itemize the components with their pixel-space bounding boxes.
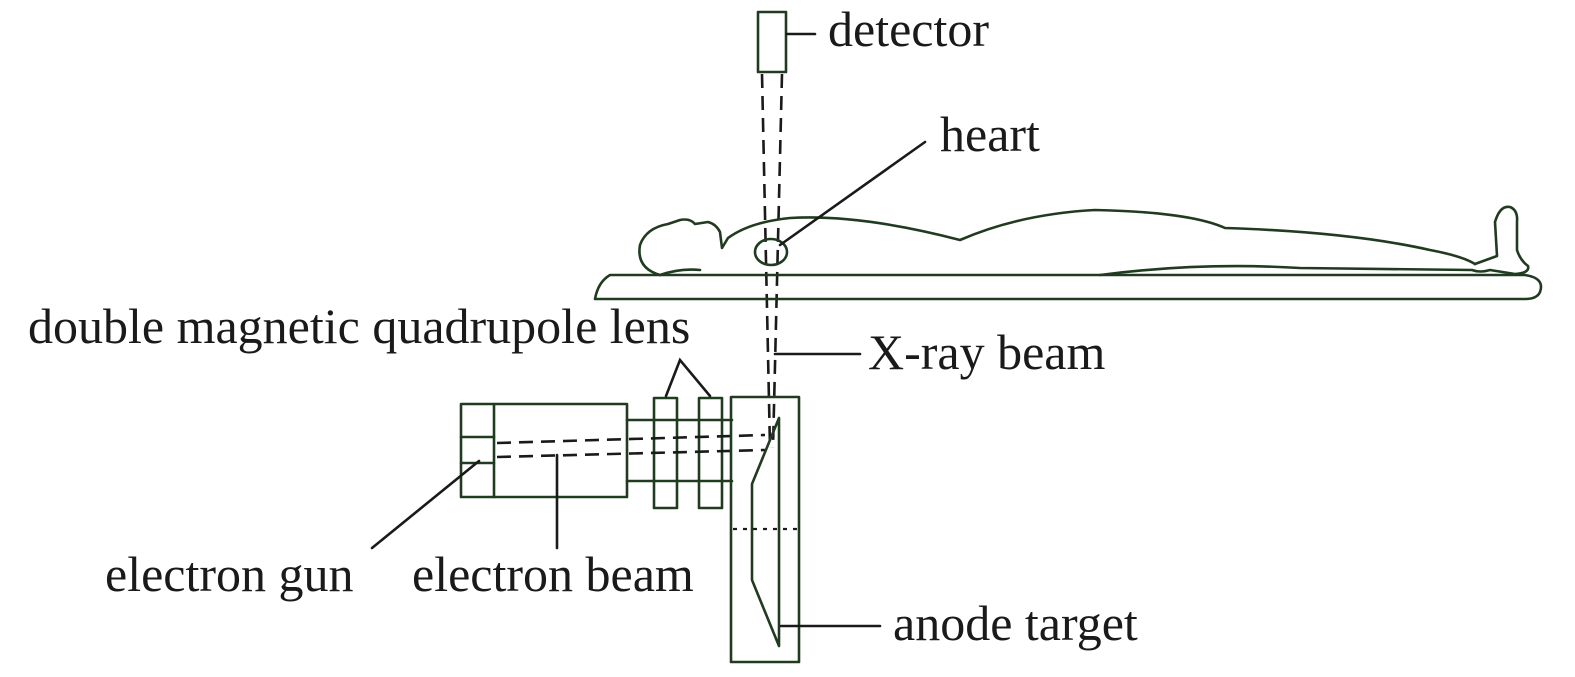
anode-target	[729, 395, 882, 664]
patient-table	[593, 273, 1543, 301]
label-quadrupole-lens: double magnetic quadrupole lens	[28, 298, 690, 354]
patient-feet	[1098, 205, 1530, 277]
electron-beam-lines	[496, 433, 766, 459]
gun-body	[459, 402, 629, 499]
xray-beam-left-dash	[760, 73, 772, 449]
electron-gun-leader	[370, 459, 481, 550]
electron-beam-bottom-dash	[496, 448, 766, 459]
electron-beam-top-dash	[496, 433, 766, 445]
label-xray-beam: X-ray beam	[868, 324, 1105, 380]
quadrupole-lenses	[652, 357, 724, 510]
detector-box	[756, 10, 788, 74]
heart-marker	[753, 237, 789, 267]
heart-leader	[778, 140, 927, 247]
electron-gun-housing	[459, 402, 629, 499]
beam-tube	[625, 418, 734, 483]
label-electron-gun: electron gun	[105, 546, 354, 602]
patient-neck	[658, 268, 702, 277]
label-detector: detector	[828, 1, 989, 57]
label-electron-beam: electron beam	[412, 546, 694, 602]
detector	[756, 10, 817, 74]
anode-housing	[729, 395, 801, 664]
xray-beam-lines	[760, 73, 784, 449]
quadrupole-lens-2	[697, 396, 724, 510]
patient-head	[638, 208, 1477, 277]
label-anode-target: anode target	[893, 595, 1138, 651]
patient-body	[638, 205, 1530, 277]
label-heart: heart	[940, 106, 1040, 162]
quadrupole-leader	[664, 357, 712, 398]
anode-target-plate	[750, 416, 781, 648]
xray-beam-right-dash	[771, 73, 784, 449]
